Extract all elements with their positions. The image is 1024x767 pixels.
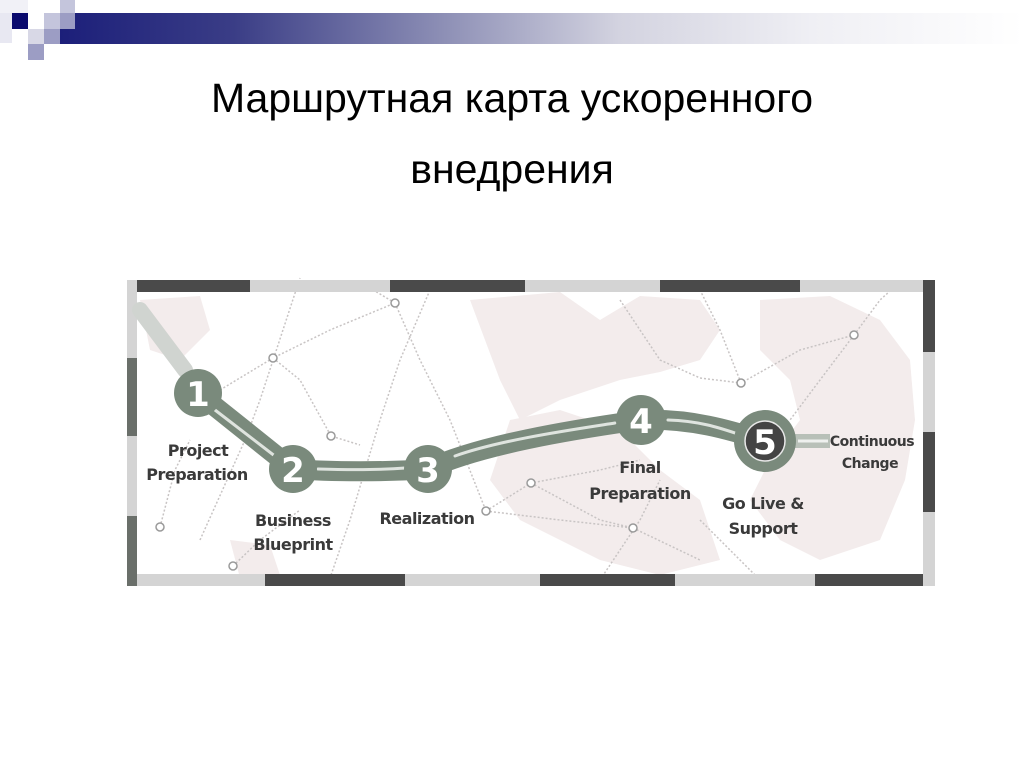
station-number: 4 [629, 402, 653, 442]
station-number: 1 [186, 375, 210, 415]
header-decor-square [44, 13, 60, 29]
header-gradient-bar [60, 13, 1024, 44]
station-3-label: Realization [379, 509, 474, 528]
header-decor-square [0, 0, 28, 13]
header-decor-square [0, 13, 12, 43]
station-2-label-line-2: Blueprint [253, 535, 333, 554]
station-1-label-line-2: Preparation [146, 465, 248, 484]
end-label-line-1: Continuous [830, 434, 914, 450]
station-5-label-line-2: Support [729, 519, 799, 538]
header-decor-square [60, 13, 75, 29]
map-node-markers [155, 298, 859, 571]
station-3: 3 [404, 445, 452, 493]
slide-title-line-1: Маршрутная карта ускоренного [210, 75, 814, 121]
station-number: 3 [416, 451, 440, 491]
header-decor-square [28, 29, 44, 44]
map-land-tint [140, 292, 915, 578]
header-decor-square [28, 44, 44, 60]
station-4-label-line-1: Final [619, 458, 661, 477]
station-4-label-line-2: Preparation [589, 484, 691, 503]
station-1-label-line-1: Project [168, 441, 229, 460]
end-label-line-2: Change [842, 456, 898, 472]
station-number: 5 [753, 423, 777, 463]
station-number: 2 [281, 451, 305, 491]
station-2-label-line-1: Business [255, 511, 331, 530]
station-1: 1 [174, 369, 222, 417]
station-2: 2 [269, 445, 317, 493]
station-5: 5 [734, 410, 796, 472]
station-4: 4 [616, 395, 666, 445]
map-frame [127, 280, 935, 586]
header-decor-square [44, 29, 60, 44]
slide-title-line-2: внедрения [410, 146, 614, 192]
header-decor-square [60, 0, 75, 13]
station-5-label-line-1: Go Live & [722, 494, 804, 513]
road-start-segment [132, 302, 193, 378]
header-decor-square [12, 13, 28, 29]
roadmap-path-stripe [213, 408, 740, 472]
